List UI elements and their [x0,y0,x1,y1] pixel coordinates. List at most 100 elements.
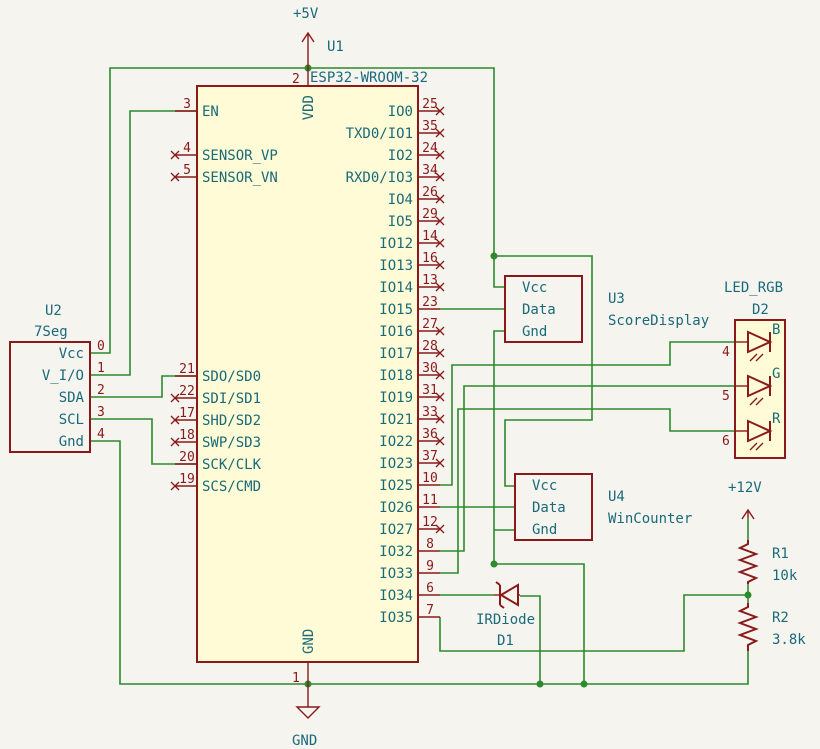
u1-pin-num: 23 [422,295,438,310]
power-5v: +5V [293,6,319,68]
u1-pin-name: SDI/SD1 [202,391,261,407]
u1-pin-num: 6 [426,581,434,596]
r1-value: 10k [772,568,798,584]
d2-pin-color: B [772,322,780,338]
d1-value: IRDiode [476,612,535,628]
u1-pin-name: IO21 [379,412,413,428]
u1-pin-name: IO12 [379,236,413,252]
u1-ref: U1 [327,39,344,55]
junction-dot [744,591,752,599]
u1-pin-name: IO27 [379,522,413,538]
u1-pin-name: SENSOR_VN [202,170,278,186]
u1-pin-num: 29 [422,207,438,222]
u2-pin-num: 1 [97,361,105,376]
u1-pin-name: IO14 [379,280,413,296]
u1-pin-name: SCS/CMD [202,479,261,495]
no-connect-icon [435,524,445,534]
u2-pin-name: Vcc [59,346,84,362]
no-connect-icon [170,393,180,403]
resistor-zigzag-icon [737,540,759,584]
u1-pin-name: SDO/SD0 [202,369,261,385]
u1-pin-name: IO19 [379,390,413,406]
u1-pin-num: 5 [183,163,191,178]
u2-pin-num: 0 [97,339,105,354]
no-connect-icon [435,128,445,138]
u1-pin-num: 3 [183,97,191,112]
u1-pin-num: 28 [422,339,438,354]
r2-value: 3.8k [772,632,806,648]
u1-pin-num: 34 [422,163,438,178]
power-gnd-label: GND [292,733,317,749]
u1-pin-name: TXD0/IO1 [346,126,413,142]
u1-pin-name: IO15 [379,302,413,318]
power-12v: +12V [728,480,762,520]
r1-resistor: R1 10k [737,540,798,584]
no-connect-icon [435,282,445,292]
no-connect-icon [170,172,180,182]
u1-pin-num: 27 [422,317,438,332]
u1-pin-name: IO2 [388,148,413,164]
no-connect-icon [170,481,180,491]
u1-pin-num: 31 [422,383,438,398]
u2-pin-num: 2 [97,383,105,398]
u2-ref: U2 [45,303,62,319]
u1-pin-num: 18 [179,428,195,443]
r2-ref: R2 [772,610,789,626]
no-connect-icon [170,415,180,425]
no-connect-icon [435,348,445,358]
resistor-zigzag-icon [737,603,759,651]
d2-ref: D2 [752,302,769,318]
u2-pin-num: 3 [97,405,105,420]
no-connect-icon [435,260,445,270]
no-connect-icon [435,106,445,116]
d1-ir-diode: IRDiode D1 [476,581,535,649]
junction-dot [490,252,498,260]
u1-pin-num: 10 [422,471,438,486]
u1-pin-num: 35 [422,119,438,134]
d2-pin-num: 4 [722,345,730,360]
u1-pin-name: IO23 [379,456,413,472]
u4-win-counter: Vcc Data Gnd U4 WinCounter [514,473,692,541]
no-connect-icon [435,150,445,160]
u1-pin-name: IO33 [379,566,413,582]
u1-pin-name: SHD/SD2 [202,413,261,429]
u2-pin-name: Gnd [59,434,84,450]
wires [90,67,749,685]
no-connect-icon [435,414,445,424]
u1-pin-num: 33 [422,405,438,420]
u1-pin-name: IO0 [388,104,413,120]
u1-pin-name: IO5 [388,214,413,230]
u1-pin-name: VDD [301,95,317,120]
no-connect-icon [435,370,445,380]
no-connect-icon [435,216,445,226]
u1-pin-num: 19 [179,472,195,487]
u2-pin-num: 4 [97,427,105,442]
led-light-arrow-icon [749,397,764,406]
u1-pin-name: IO16 [379,324,413,340]
no-connect-icon [435,172,445,182]
u1-right-pins: 25 IO0 35 TXD0/IO1 24 IO2 34 RXD0/IO3 26 IO4 29 IO5… [346,97,445,626]
u2-pin-name: V_I/O [42,368,84,384]
u3-pin-gnd: Gnd [522,324,547,340]
u1-pin-name: RXD0/IO3 [346,170,413,186]
u1-pin-num: 24 [422,141,438,156]
u1-pin-num: 25 [422,97,438,112]
u3-ref: U3 [608,291,625,307]
u4-pin-vcc: Vcc [532,478,557,494]
led-light-arrow-icon [749,442,764,451]
u1-pin-name: SENSOR_VP [202,148,278,164]
power-5v-label: +5V [293,6,319,22]
led-light-arrow-icon [749,353,764,362]
u1-value: ESP32-WROOM-32 [310,70,428,86]
u1-pin-name: IO13 [379,258,413,274]
u3-value: ScoreDisplay [608,313,709,329]
r1-ref: R1 [772,546,789,562]
u1-pin-num: 14 [422,229,438,244]
u1-pin-num: 26 [422,185,438,200]
u1-pin-name: IO4 [388,192,413,208]
